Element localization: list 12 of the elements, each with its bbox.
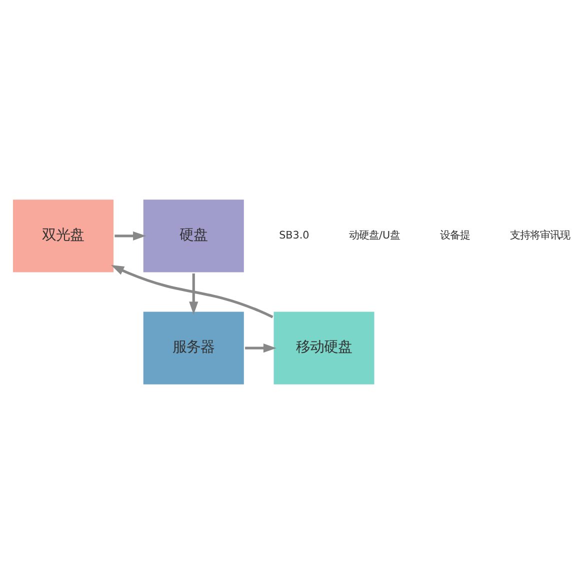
- node-box: 服务器: [141, 310, 246, 386]
- label: 动硬盘/U盘: [349, 229, 400, 242]
- arrow: [111, 264, 274, 318]
- node-box: 移动硬盘: [272, 310, 376, 386]
- node-box: 双光盘: [11, 198, 116, 274]
- node-box: 硬盘: [141, 198, 246, 274]
- arrow: [114, 231, 146, 240]
- arrow: [189, 273, 198, 315]
- label: 设备提: [440, 229, 470, 242]
- label: SB3.0: [279, 229, 310, 242]
- label: 支持将审讯现: [510, 229, 570, 242]
- arrow: [245, 344, 276, 353]
